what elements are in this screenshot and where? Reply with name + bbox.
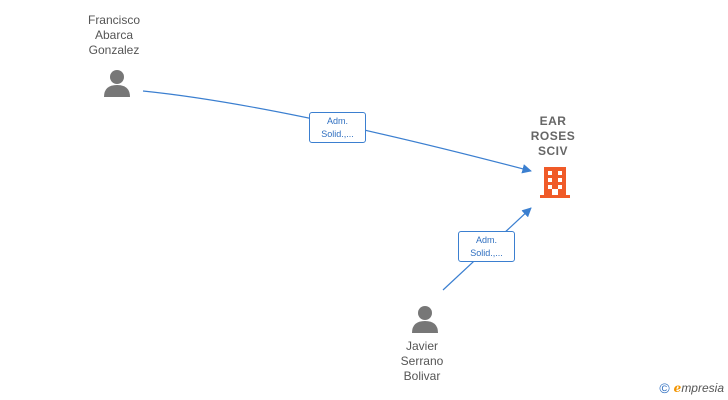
person-icon[interactable] [104,70,130,97]
name-line: Javier [405,339,438,353]
name-line: Gonzalez [88,43,140,57]
role-line: Solid.,... [321,129,354,139]
building-icon[interactable] [540,167,570,198]
role-line: Adm. [475,235,497,245]
name-line: Serrano [400,354,444,368]
company-line: EAR [539,114,567,128]
role-line: Adm. [326,116,348,126]
person-name-francisco[interactable]: Francisco Abarca Gonzalez [74,13,154,58]
name-line: Francisco [87,13,140,27]
person-icon[interactable] [412,306,438,333]
role-line: Solid.,... [470,248,503,258]
company-line: ROSES [530,129,576,143]
copyright-icon: © [659,380,670,396]
name-line: Abarca [94,28,134,42]
name-line: Bolivar [403,369,441,383]
company-line: SCIV [537,144,568,158]
person-name-javier[interactable]: Javier Serrano Bolivar [382,339,462,384]
company-name[interactable]: EAR ROSES SCIV [513,114,593,159]
brand-name: mpresia [681,381,724,395]
edge-label-role[interactable]: Adm. Solid.,... [309,112,366,143]
edge-person1-company [142,90,532,174]
brand-footer[interactable]: © empresia [659,380,724,396]
brand-logo: empresia [674,381,724,395]
edge-label-role[interactable]: Adm. Solid.,... [458,231,515,262]
brand-initial: e [673,381,682,395]
